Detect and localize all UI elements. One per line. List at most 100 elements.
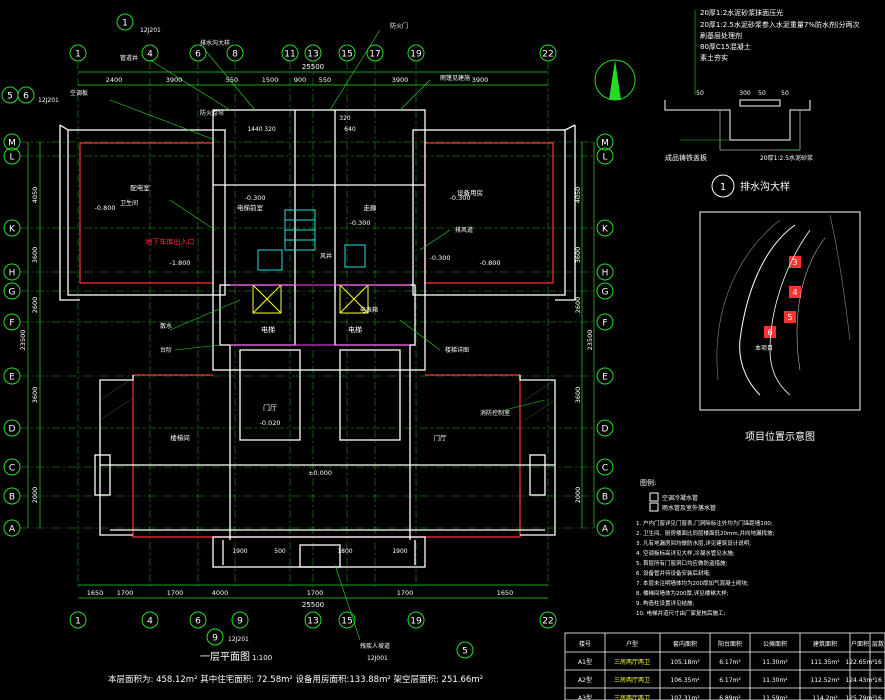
site-block-label-0: 3 (792, 258, 797, 267)
detail-right-label: 20厚1:2.5水泥砂浆 (760, 154, 813, 162)
table-header-3: 阳台面积 (718, 640, 742, 648)
detail-dim-2: 50 (758, 90, 766, 97)
axis-left-5 (3, 313, 21, 331)
table-cell-1-6: 124.43m² (845, 677, 875, 684)
room-label-3: 走廊 (364, 203, 378, 212)
plan-title: 一层平面图 (200, 651, 250, 663)
room-label-5: 门厅 (434, 433, 448, 442)
leader-label-4: 空调板 (70, 89, 88, 97)
legend-item-1: 雨水管及室外落水管 (662, 504, 716, 512)
elevation-1: -0.300 (245, 194, 266, 202)
dim-top-seg-2: 550 (226, 76, 238, 84)
axis-left-2-label: K (9, 225, 16, 235)
area-summary: 本层面积为: 458.12m² 其中住宅面积: 72.58m² 设备用房面积:1… (108, 674, 483, 685)
axis-top-4-label: 11 (284, 50, 295, 60)
axis-right-8-label: C (602, 464, 608, 474)
dim-top-overall: 25500 (302, 63, 324, 71)
axis-left-1 (3, 147, 21, 165)
dim-bottom-inner-2: 1800 (337, 548, 352, 555)
dim-top-seg-0: 2400 (106, 76, 123, 84)
axis-top-2 (189, 44, 207, 62)
building-walls (59, 109, 576, 568)
elevation-5: -0.300 (450, 194, 471, 202)
axis-right-7 (596, 419, 614, 437)
axis-top-5-label: 13 (307, 50, 318, 60)
site-map (699, 211, 861, 411)
table-cell-1-3: 6.17m² (719, 677, 741, 684)
north-arrow (594, 59, 636, 101)
axis-left-3 (3, 263, 21, 281)
cyan-fixtures (257, 209, 366, 271)
axis-bottom-7-label: 22 (542, 617, 553, 627)
site-block-2 (784, 311, 796, 323)
ref-top-label: 1 (122, 19, 128, 29)
ref-bottom2-label: 5 (462, 647, 468, 657)
table-cell-0-3: 6.17m² (719, 659, 741, 666)
axis-left-4-label: G (9, 288, 16, 298)
axis-bottom-2-label: 6 (195, 617, 201, 627)
site-block-label-1: 4 (792, 288, 797, 297)
axis-left-6-label: E (9, 373, 15, 383)
axis-right-5 (596, 313, 614, 331)
leader-label-7: 楼梯详图 (445, 346, 469, 354)
axis-bottom-7 (539, 611, 557, 629)
note-7: 8. 楼梯间墙体为200厚,详见楼梯大样; (636, 589, 729, 597)
axis-left-10 (3, 519, 21, 537)
dim-top-inner-0: 1440 (247, 126, 262, 133)
dim-top-inner-2: 320 (339, 115, 351, 122)
table-cell-1-2: 106.35m² (670, 677, 700, 684)
axis-top-0-label: 1 (75, 50, 81, 60)
axis-left-0 (3, 133, 21, 151)
room-label-1: 设备用房 (457, 188, 483, 197)
axis-top-1 (141, 44, 159, 62)
leader-label-9: 台阶 (160, 346, 172, 354)
axis-right-4 (596, 282, 614, 300)
dim-right-seg-0: 4050 (574, 187, 582, 204)
axis-top-2-label: 6 (195, 50, 201, 60)
axis-bottom-0 (69, 611, 87, 629)
room-label-0: 配电室 (130, 183, 150, 192)
site-block-3 (764, 326, 776, 338)
room-label-2: 电梯前室 (237, 203, 264, 212)
leader-label-6: 排风道 (455, 226, 473, 234)
dim-bottom-overall: 25500 (302, 601, 324, 609)
axis-left-1-label: L (9, 153, 14, 163)
axis-bottom-1 (141, 611, 159, 629)
detail-dim-1: 300 (739, 90, 751, 97)
table-cell-2-1: 三房两厅两卫 (614, 694, 650, 700)
note-1: 2. 卫生间、厨房楼面比同层楼面低20mm,并向地漏找坡; (636, 529, 774, 537)
site-block-1 (789, 286, 801, 298)
axis-bottom-3-label: 9 (237, 617, 243, 627)
axis-left-10-label: A (9, 525, 16, 535)
axis-top-3-label: 8 (232, 50, 238, 60)
elevation-7: -0.020 (260, 419, 281, 427)
table-cell-1-1: 三房两厅两卫 (614, 676, 650, 684)
building-red-outline (79, 142, 554, 538)
axis-bottom-5 (338, 611, 356, 629)
legend-swatches (649, 492, 659, 512)
leader-lines (109, 29, 546, 641)
table-cell-2-0: A3型 (578, 694, 592, 700)
site-map-title: 项目位置示意图 (745, 430, 815, 443)
table-cell-0-2: 105.18m² (670, 659, 700, 666)
legend-item-0: 空调冷凝水管 (662, 494, 698, 502)
axis-bottom-1-label: 4 (147, 617, 153, 627)
axis-right-0 (596, 133, 614, 151)
detail-dim-3: 50 (781, 90, 789, 97)
leader-label-8: 散水 (160, 322, 172, 330)
axis-left-7 (3, 419, 21, 437)
axis-right-3-label: H (602, 269, 609, 279)
note-9: 10. 电梯井道尺寸由厂家复核后施工; (636, 609, 725, 617)
axis-top-0 (69, 44, 87, 62)
dim-left-seg-2: 2600 (31, 297, 39, 314)
dim-bottom-seg-4: 1700 (307, 589, 324, 597)
axis-bottom-4 (304, 611, 322, 629)
dim-top-seg-4: 900 (294, 76, 306, 84)
note-4: 5. 首层所有门窗洞口均应做防盗措施; (636, 559, 727, 567)
table-cell-0-1: 三房两厅两卫 (614, 658, 650, 666)
leader-label-10: 残疾人坡道 (360, 642, 390, 650)
leader-label-11: 消防控制室 (480, 409, 510, 417)
axis-right-5-label: F (602, 319, 607, 329)
table-cell-0-7: 16 (874, 659, 882, 666)
ref-top-sheet: 12J201 (140, 27, 161, 34)
